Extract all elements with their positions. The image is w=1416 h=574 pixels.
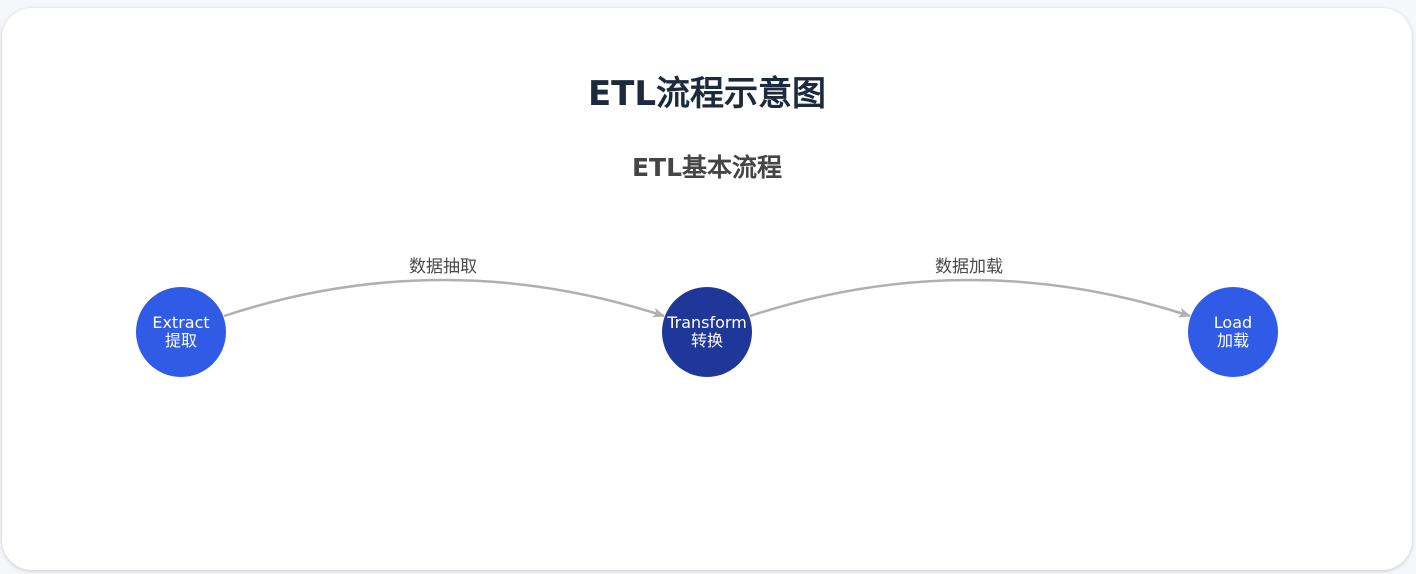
node-label-en: Transform [666, 313, 747, 332]
node-extract[interactable]: Extract 提取 [136, 287, 226, 377]
edge-line [749, 278, 1191, 318]
edge-line [223, 278, 665, 318]
node-circle[interactable] [662, 287, 752, 377]
node-label-zh: 提取 [165, 331, 197, 350]
node-label-zh: 加载 [1217, 331, 1249, 350]
page-title: ETL流程示意图 [587, 74, 827, 114]
node-label-zh: 转换 [691, 331, 723, 350]
node-circle[interactable] [136, 287, 226, 377]
node-circle[interactable] [1188, 287, 1278, 377]
node-label-en: Extract [152, 313, 209, 332]
edge-label: 数据加载 [935, 257, 1003, 277]
node-transform[interactable]: Transform 转换 [662, 287, 752, 377]
node-label-en: Load [1214, 313, 1252, 332]
edge-label: 数据抽取 [409, 257, 477, 277]
node-load[interactable]: Load 加载 [1188, 287, 1278, 377]
edge-extract-transform: 数据抽取 [223, 257, 665, 318]
edge-transform-load: 数据加载 [749, 257, 1191, 318]
diagram-subtitle: ETL基本流程 [631, 153, 783, 182]
